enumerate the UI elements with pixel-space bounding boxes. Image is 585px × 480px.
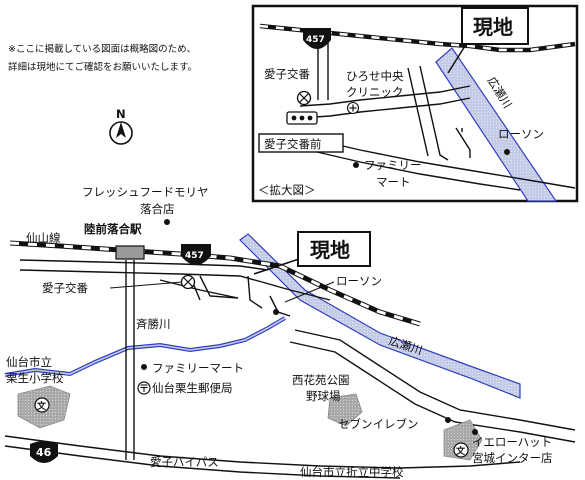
inset-route-label: 457 xyxy=(306,35,325,45)
yellow-hat-line-2: 宮城インター店 xyxy=(472,451,553,465)
school-icon: 文 xyxy=(453,442,469,458)
junior-high-label: 仙台市立折立中学校 xyxy=(300,465,404,479)
route-label: 457 xyxy=(185,251,204,261)
route46-label: 46 xyxy=(36,446,52,459)
rail-line-label: 仙山線 xyxy=(26,231,61,245)
inset-familymart-line-1: ファミリー xyxy=(364,158,422,172)
inset-familymart-line-2: マート xyxy=(376,175,411,189)
koban-label: 愛子交番 xyxy=(42,281,88,295)
north-arrow-icon: N xyxy=(109,107,133,145)
compass-label: N xyxy=(116,107,126,121)
clinic-cross-icon xyxy=(346,101,360,115)
inset-caption: ＜拡大図＞ xyxy=(258,183,316,197)
lawson-label: ローソン xyxy=(336,274,382,288)
station-marker xyxy=(115,245,145,260)
inset-map: 457 現地 愛子交番 愛子交番前 ひろせ中央 クリニック 広 xyxy=(251,4,579,203)
saisho-river-label: 斉勝川 xyxy=(136,317,171,331)
route-shield-icon: 457 xyxy=(303,28,331,49)
inset-lawson-label: ローソン xyxy=(498,127,544,141)
route-shield-icon: 46 xyxy=(30,441,58,463)
school-icon: 文 xyxy=(34,397,50,413)
inset-koban-label: 愛子交番 xyxy=(264,67,310,81)
station-label: 陸前落合駅 xyxy=(84,222,142,236)
inset-clinic-line-1: ひろせ中央 xyxy=(346,69,404,83)
police-box-icon xyxy=(180,274,196,290)
fresh-food-line-1: フレッシュフードモリヤ xyxy=(82,185,209,199)
bypass-label: 愛子バイパス xyxy=(150,455,219,469)
park-line-2: 野球場 xyxy=(306,389,341,403)
hirose-river xyxy=(239,233,521,399)
seven-eleven-label: セブンイレブン xyxy=(338,417,419,431)
post-office-icon xyxy=(137,381,151,395)
inset-site-label: 現地 xyxy=(473,15,513,39)
park-line-1: 西花苑公園 xyxy=(292,373,350,387)
inset-bus-stop-label: 愛子交番前 xyxy=(264,137,322,151)
park-lot xyxy=(327,393,363,427)
svg-text:文: 文 xyxy=(455,445,466,457)
police-box-icon xyxy=(296,90,312,106)
svg-text:文: 文 xyxy=(36,400,47,412)
route-shield-icon: 457 xyxy=(181,244,211,265)
notice-line-2: 詳細は現地にてご確認をお願いいたします。 xyxy=(8,61,197,73)
site-label: 現地 xyxy=(310,238,350,262)
fresh-food-line-2: 落合店 xyxy=(140,202,175,216)
notice-line-1: ※ここに掲載している図面は概略図のため、 xyxy=(8,43,196,55)
elementary-school-line-1: 仙台市立 xyxy=(6,355,52,369)
elementary-school-line-2: 栗生小学校 xyxy=(6,371,64,385)
post-office-label: 仙台栗生郵便局 xyxy=(152,381,233,395)
yellow-hat-line-1: イエローハット xyxy=(472,435,552,449)
inset-clinic-line-2: クリニック xyxy=(346,85,404,99)
familymart-label: ファミリーマート xyxy=(152,361,244,375)
main-map: フレッシュフードモリヤ 落合店 仙山線 陸前落合駅 457 現地 愛子交番 ロー… xyxy=(4,185,576,479)
bus-stop-icon xyxy=(286,111,318,125)
